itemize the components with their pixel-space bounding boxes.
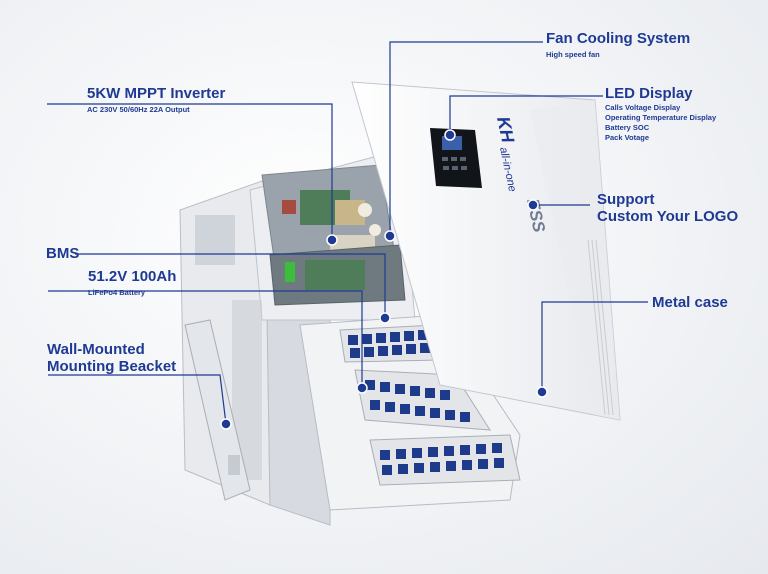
bms-title: BMS bbox=[46, 245, 80, 262]
battery-title: 51.2V 100Ah bbox=[88, 268, 177, 285]
fan-sub: High speed fan bbox=[546, 50, 600, 59]
fan-dot bbox=[384, 230, 396, 242]
metal-dot bbox=[536, 386, 548, 398]
bracket-line1: Wall-Mounted bbox=[47, 341, 145, 358]
logo-line2: Custom Your LOGO bbox=[597, 208, 739, 225]
led-dot bbox=[444, 129, 456, 141]
led-callout: LED Display Calls Voltage Display Operat… bbox=[605, 86, 716, 143]
callout-dots bbox=[220, 129, 548, 430]
led-item: Operating Temperature Display bbox=[605, 113, 717, 122]
led-item: Calls Voltage Display bbox=[605, 103, 681, 112]
led-title: LED Display bbox=[605, 85, 693, 102]
callout-lines bbox=[47, 41, 648, 425]
wall-bracket bbox=[184, 319, 251, 501]
inverter-title: 5KW MPPT Inverter bbox=[87, 85, 226, 102]
inverter-callout: 5KW MPPT Inverter AC 230V 50/60Hz 22A Ou… bbox=[87, 86, 225, 115]
battery-sub: LiFePo4 Battery bbox=[88, 288, 146, 297]
fan-callout: Fan Cooling System High speed fan bbox=[546, 31, 690, 60]
bms-callout: BMS bbox=[46, 246, 79, 262]
bms-dot bbox=[379, 312, 391, 324]
led-item: Pack Votage bbox=[605, 133, 650, 142]
metal-callout: Metal case bbox=[652, 295, 728, 311]
bracket-callout: Wall-Mounted Mounting Beacket bbox=[47, 341, 176, 375]
battery-callout: 51.2V 100Ah LiFePo4 Battery bbox=[88, 269, 176, 298]
bracket-dot bbox=[220, 418, 232, 430]
inverter-board bbox=[261, 164, 396, 266]
fan-title: Fan Cooling System bbox=[546, 30, 691, 47]
logo-callout: Support Custom Your LOGO bbox=[597, 191, 738, 225]
logo-dot bbox=[527, 199, 539, 211]
battery-dot bbox=[356, 382, 368, 394]
logo-line1: Support bbox=[597, 191, 655, 208]
front-panel: KH all-in-one ESS bbox=[351, 81, 621, 421]
inverter-dot bbox=[326, 234, 338, 246]
bms-board bbox=[269, 244, 406, 306]
bracket-line2: Mounting Beacket bbox=[47, 358, 177, 375]
led-item: Battery SOC bbox=[605, 123, 650, 132]
inverter-sub: AC 230V 50/60Hz 22A Output bbox=[87, 105, 190, 114]
metal-title: Metal case bbox=[652, 294, 728, 311]
